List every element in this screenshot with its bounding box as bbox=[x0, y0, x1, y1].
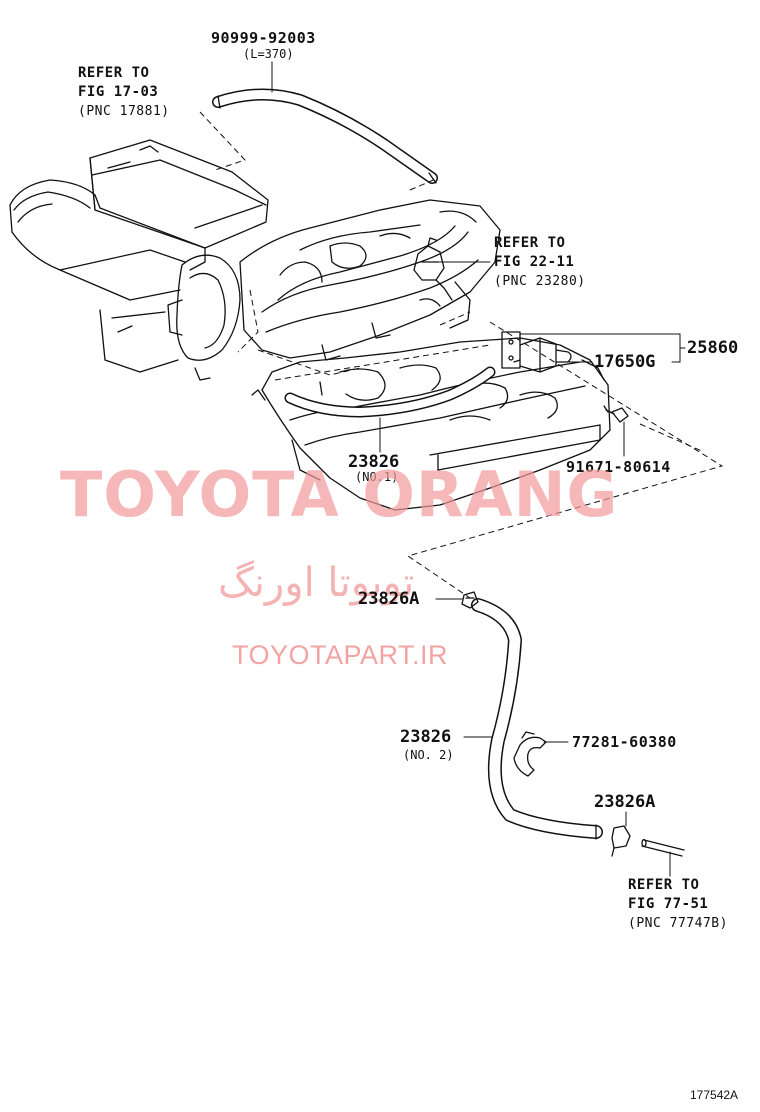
watermark-site: TOYOTAPART.IR bbox=[232, 640, 449, 670]
engine-intake-manifold bbox=[239, 199, 611, 511]
part-note-no2: (NO. 2) bbox=[403, 748, 454, 762]
vacuum-switching-valve bbox=[501, 331, 572, 373]
reference-line1: REFER TO bbox=[494, 235, 566, 251]
reference-line3: (PNC 77747B) bbox=[628, 916, 728, 931]
hose-no1 bbox=[284, 366, 496, 418]
reference-line1: REFER TO bbox=[628, 877, 700, 893]
diagram-code: 177542A bbox=[690, 1088, 739, 1102]
reference-line2: FIG 77-51 bbox=[628, 896, 709, 912]
watermark-latin: TOYOTA ORANG bbox=[60, 458, 619, 531]
air-cleaner-assembly bbox=[9, 139, 269, 381]
hose-clip bbox=[513, 731, 547, 777]
reference-fig-17-03: REFER TO FIG 17-03 (PNC 17881) bbox=[78, 64, 170, 121]
part-number-17650g: 17650G bbox=[594, 352, 656, 372]
part-number-77281-60380: 77281-60380 bbox=[572, 733, 677, 751]
part-note-no1: (NO.1) bbox=[355, 470, 399, 484]
pcv-valve bbox=[413, 237, 453, 301]
part-number-25860: 25860 bbox=[687, 338, 739, 358]
hose-no2 bbox=[471, 598, 603, 840]
pipe-stub bbox=[641, 838, 685, 857]
reference-line3: (PNC 17881) bbox=[78, 104, 170, 119]
vacuum-hose-top bbox=[212, 88, 438, 184]
watermark-persian: تویوتا اورنگ bbox=[218, 560, 415, 606]
reference-line1: REFER TO bbox=[78, 65, 150, 81]
reference-line2: FIG 22-11 bbox=[494, 254, 575, 270]
reference-fig-22-11: REFER TO FIG 22-11 (PNC 23280) bbox=[494, 234, 586, 291]
part-number-23826-no1: 23826 bbox=[348, 452, 400, 472]
part-number-23826-no2: 23826 bbox=[400, 727, 452, 747]
reference-line2: FIG 17-03 bbox=[78, 84, 159, 100]
part-number-91671-80614: 91671-80614 bbox=[566, 458, 671, 476]
clamp-lower bbox=[611, 825, 631, 857]
part-number-23826a-lower: 23826A bbox=[594, 792, 656, 812]
part-number-23826a-upper: 23826A bbox=[358, 589, 420, 609]
part-number-90999-92003: 90999-92003 bbox=[211, 29, 316, 47]
bolt-91671 bbox=[603, 405, 629, 423]
reference-line3: (PNC 23280) bbox=[494, 274, 586, 289]
part-note-length: (L=370) bbox=[243, 47, 294, 61]
reference-fig-77-51: REFER TO FIG 77-51 (PNC 77747B) bbox=[628, 876, 728, 933]
